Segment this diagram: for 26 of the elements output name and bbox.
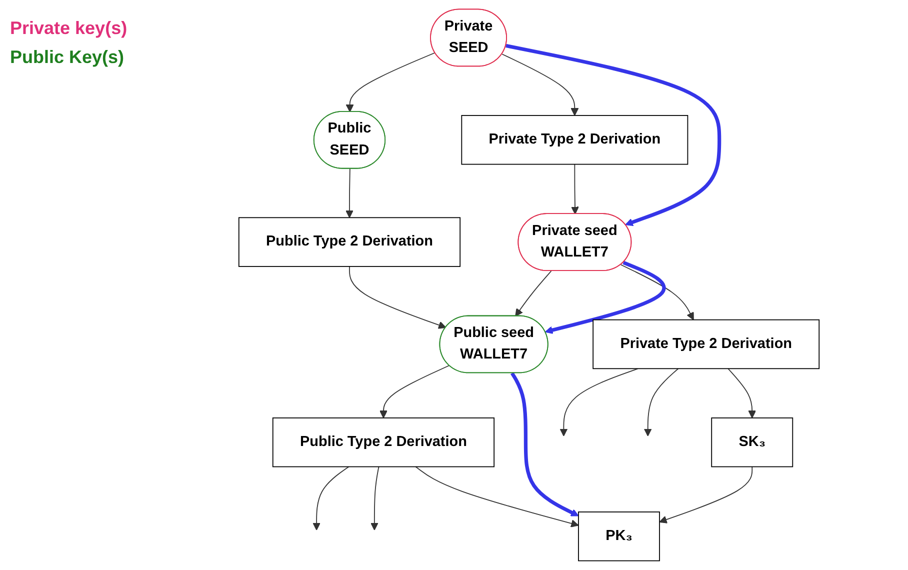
arrow	[659, 466, 753, 524]
arrow	[515, 270, 552, 317]
arrow	[380, 365, 450, 418]
node-box: PK₃	[578, 511, 660, 562]
arrow	[370, 466, 380, 530]
arrow	[502, 54, 579, 116]
arrow	[510, 372, 579, 516]
arrow	[346, 52, 436, 112]
arrow	[544, 260, 666, 334]
arrow	[571, 164, 579, 214]
arrow	[415, 466, 579, 528]
arrow	[349, 266, 446, 329]
node-box: Public Type 2 Derivation	[272, 417, 495, 468]
node-box: Private Type 2 Derivation	[461, 115, 688, 165]
node-box: Private Type 2 Derivation	[592, 319, 820, 370]
arrow	[728, 368, 756, 418]
arrow	[346, 168, 354, 218]
key-label: Private key(s)	[10, 18, 128, 39]
arrow	[312, 466, 350, 530]
node-box: SK₃	[711, 417, 794, 468]
arrow	[644, 368, 679, 436]
arrow	[560, 368, 638, 436]
node-box: Public Type 2 Derivation	[238, 217, 461, 267]
arrow	[506, 44, 722, 226]
arrow	[620, 264, 694, 320]
key-label: Public Key(s)	[10, 47, 126, 68]
